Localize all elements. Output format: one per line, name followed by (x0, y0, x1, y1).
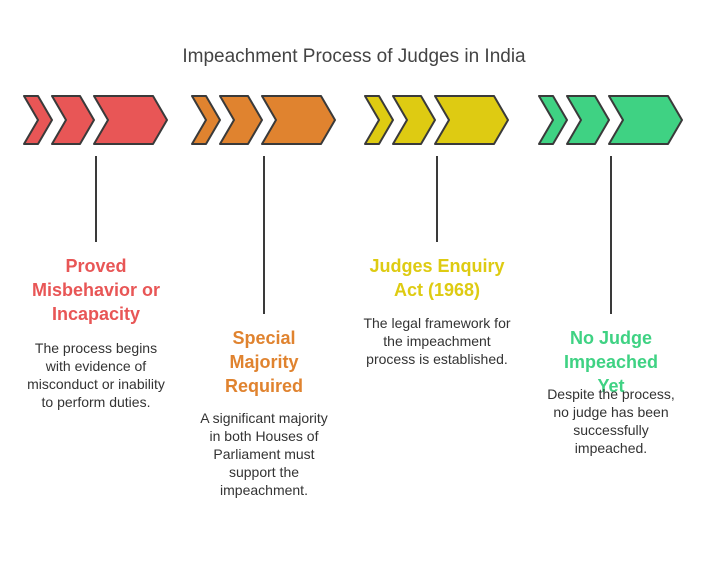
chevron-group-1 (23, 95, 168, 145)
step-4-title: No Judge Impeached Yet (563, 328, 659, 396)
chevron-group-4 (538, 95, 683, 145)
chevron-4c (608, 95, 683, 145)
chevron-2a (191, 95, 221, 145)
step-4-description: Despite the process, no judge has been s… (547, 386, 675, 456)
chevron-group-2 (191, 95, 336, 145)
chevron-4b (566, 95, 610, 145)
chevron-3b (392, 95, 436, 145)
step-1-title: Proved Misbehavior or Incapacity (31, 256, 161, 324)
chevron-1b (51, 95, 95, 145)
step-2-description: A significant majority in both Houses of… (200, 410, 328, 498)
chevron-1c (93, 95, 168, 145)
chevron-2b (219, 95, 263, 145)
chevron-4a (538, 95, 568, 145)
step-1-description: The process begins with evidence of misc… (27, 340, 165, 410)
step-2-title: Special Majority Required (224, 328, 303, 396)
chevron-2c (261, 95, 336, 145)
step-3-title: Judges Enquiry Act (1968) (369, 256, 505, 300)
chevron-3c (434, 95, 509, 145)
diagram-title: Impeachment Process of Judges in India (182, 46, 526, 67)
step-3-description: The legal framework for the impeachment … (363, 315, 511, 367)
chevron-3a (364, 95, 394, 145)
chevron-group-3 (364, 95, 509, 145)
chevron-1a (23, 95, 53, 145)
